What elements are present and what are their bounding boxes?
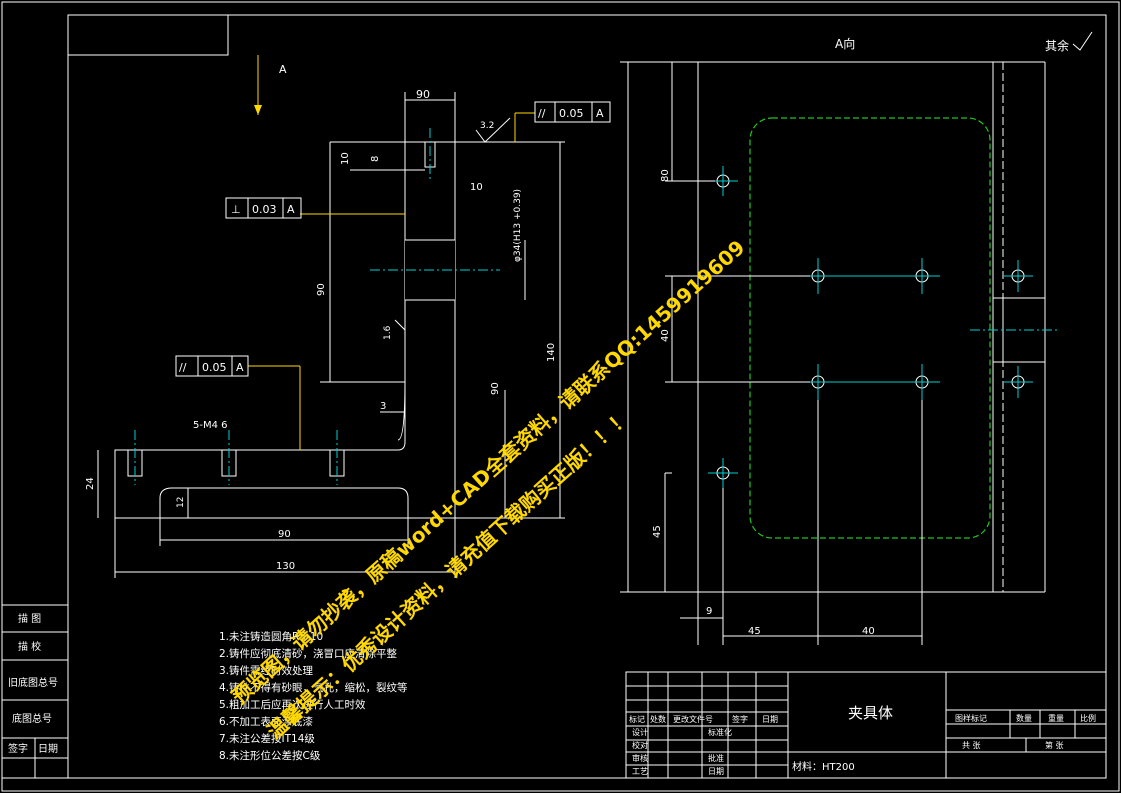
svg-text:校对: 校对 [632, 740, 648, 750]
a-view [620, 61, 1060, 645]
section-view [114, 55, 500, 519]
dim-12: 12 [176, 497, 186, 508]
dim-90-top: 90 [416, 88, 430, 101]
svg-text:0.05: 0.05 [202, 361, 227, 374]
svg-text:4.铸件不得有砂眼，气孔，缩松，裂纹等: 4.铸件不得有砂眼，气孔，缩松，裂纹等 [219, 681, 408, 694]
svg-text:⊥: ⊥ [231, 203, 241, 216]
dim-24: 24 [85, 477, 96, 490]
svg-text:工艺: 工艺 [632, 767, 648, 776]
title-block: 夹具体 材料：HT200 标记 处数 更改文件号 签字 日期 设计 标准化 校对… [625, 671, 1107, 779]
tolerance-frame-1: // 0.05 A [534, 101, 611, 123]
svg-text:批准: 批准 [708, 753, 724, 763]
svg-text:图样标记: 图样标记 [955, 713, 987, 723]
svg-text:标记: 标记 [629, 714, 645, 724]
dim-45-bottom: 45 [748, 626, 761, 637]
svg-text:描 校: 描 校 [18, 640, 41, 653]
svg-text:2.铸件应彻底清砂，浇冒口应清除平整: 2.铸件应彻底清砂，浇冒口应清除平整 [219, 647, 398, 660]
svg-text:第 张: 第 张 [1045, 740, 1064, 750]
dim-hole: φ34(H13 +0.39) [513, 189, 523, 262]
svg-text:温馨提示：优秀设计资料，请充值下载购买正版！！！: 温馨提示：优秀设计资料，请充值下载购买正版！！！ [262, 405, 635, 744]
svg-text:旧底图总号: 旧底图总号 [8, 676, 58, 689]
part-name: 夹具体 [848, 704, 893, 722]
svg-text:5.粗加工后应再次进行人工时效: 5.粗加工后应再次进行人工时效 [219, 698, 366, 711]
dim-8: 8 [370, 156, 381, 162]
view-label-a: A [279, 63, 287, 76]
svg-text:底图总号: 底图总号 [12, 712, 52, 725]
svg-text:处数: 处数 [650, 714, 666, 724]
svg-text:A: A [287, 203, 295, 216]
technical-notes: 1.未注铸造圆角R5-10 2.铸件应彻底清砂，浇冒口应清除平整 3.铸件需经时… [219, 630, 408, 762]
dim-80: 80 [660, 169, 671, 182]
svg-text:A: A [596, 107, 604, 120]
dim-thread: 5-M4 6 [193, 420, 228, 431]
svg-text:A: A [236, 361, 244, 374]
tolerance-frame-3: // 0.05 A [175, 355, 249, 377]
dim-40: 40 [660, 329, 671, 342]
svg-text:描 图: 描 图 [18, 612, 41, 625]
svg-text:签字: 签字 [732, 714, 748, 724]
svg-text:1.未注铸造圆角R5-10: 1.未注铸造圆角R5-10 [219, 630, 323, 643]
svg-text:6.不加工表面涂底漆: 6.不加工表面涂底漆 [219, 715, 314, 728]
svg-text:重量: 重量 [1048, 713, 1064, 723]
svg-text:标准化: 标准化 [708, 727, 732, 737]
dim-140: 140 [546, 343, 557, 362]
svg-text:日期: 日期 [708, 767, 724, 776]
svg-text:签字: 签字 [8, 742, 28, 755]
svg-text:7.未注公差按IT14级: 7.未注公差按IT14级 [219, 732, 315, 745]
roughness-note: 其余 [1045, 38, 1069, 53]
svg-text:比例: 比例 [1080, 713, 1096, 723]
svg-text:审核: 审核 [632, 753, 648, 763]
svg-text:预览图，请勿抄袭，原稿word+CAD全套资料，请联系QQ:: 预览图，请勿抄袭，原稿word+CAD全套资料，请联系QQ:1459919609 [227, 235, 749, 709]
dim-130: 130 [276, 561, 295, 572]
svg-text:日期: 日期 [762, 715, 778, 724]
dim-40-bottom: 40 [862, 626, 875, 637]
tolerance-frame-2: ⊥ 0.03 A [225, 197, 302, 219]
a-view-title: A向 [835, 36, 855, 51]
dim-3: 3 [380, 401, 386, 412]
svg-text:3.铸件需经时效处理: 3.铸件需经时效处理 [219, 664, 314, 677]
svg-text://: // [538, 107, 546, 120]
dim-10-right: 10 [470, 182, 483, 193]
svg-text:8.未注形位公差按C级: 8.未注形位公差按C级 [219, 749, 321, 762]
svg-text:0.05: 0.05 [559, 107, 584, 120]
inner-border [67, 14, 1107, 779]
svg-text:数量: 数量 [1016, 713, 1032, 723]
top-left-box [67, 14, 229, 56]
dim-10: 10 [340, 152, 351, 165]
dim-90-vertical: 90 [316, 283, 327, 296]
dim-90-inner: 90 [490, 382, 501, 395]
svg-text:共 张: 共 张 [962, 741, 981, 750]
svg-text:更改文件号: 更改文件号 [673, 714, 713, 724]
svg-text://: // [179, 361, 187, 374]
left-table: 描 图 描 校 旧底图总号 底图总号 签字 日期 [1, 604, 69, 779]
dim-45-left: 45 [652, 525, 663, 538]
dim-9: 9 [706, 606, 712, 617]
section-dimension-lines [97, 92, 565, 578]
roughness-side: 1.6 [383, 325, 393, 340]
svg-text:设计: 设计 [632, 727, 648, 737]
roughness-top: 3.2 [480, 121, 494, 131]
dim-90-bottom: 90 [278, 529, 291, 540]
svg-text:日期: 日期 [38, 743, 58, 755]
svg-text:0.03: 0.03 [252, 203, 277, 216]
material-label: 材料：HT200 [792, 760, 855, 773]
